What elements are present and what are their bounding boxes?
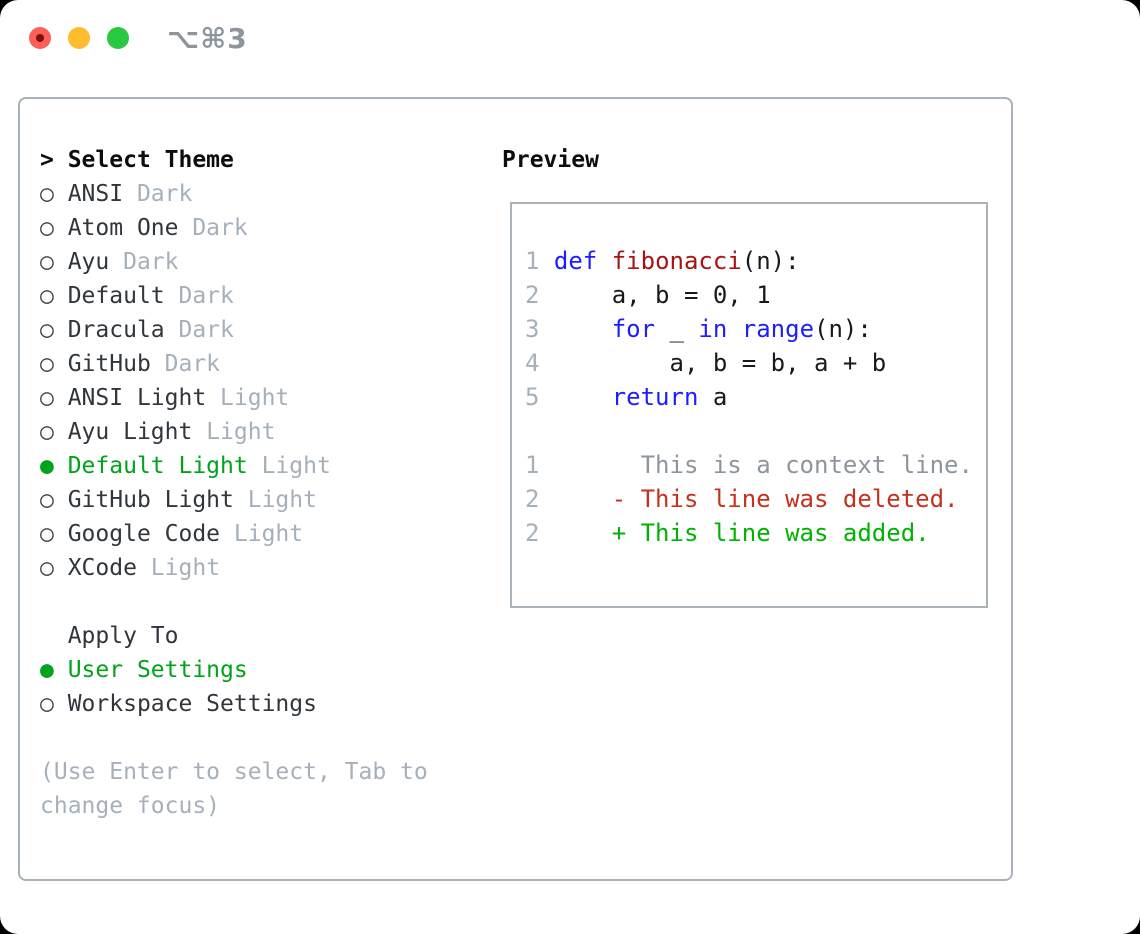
spacer xyxy=(40,585,428,619)
code-line: 4 a, b = b, a + b xyxy=(525,349,887,377)
theme-option[interactable]: ○ ANSI Dark xyxy=(40,181,193,207)
apply-to-option[interactable]: ○ Workspace Settings xyxy=(40,691,317,717)
theme-list-header: > Select Theme xyxy=(40,147,234,173)
code-preview: 1 def fibonacci(n): 2 a, b = 0, 1 3 for _ … xyxy=(525,244,973,550)
theme-option[interactable]: ○ GitHub Light Light xyxy=(40,487,317,513)
theme-option[interactable]: ○ ANSI Light Light xyxy=(40,385,290,411)
theme-option[interactable]: ○ XCode Light xyxy=(40,555,221,581)
code-line: 5 return a xyxy=(525,383,728,411)
theme-picker-panel: > Select Theme ○ ANSI Dark ○ Atom One Dark… xyxy=(18,97,1013,881)
code-line: 1 This is a context line. xyxy=(525,451,973,479)
code-line: 2 - This line was deleted. xyxy=(525,485,959,513)
theme-option[interactable]: ○ Default Dark xyxy=(40,283,234,309)
window-shortcut-label: ⌥⌘3 xyxy=(167,22,248,55)
minimize-button[interactable] xyxy=(68,27,90,49)
theme-option[interactable]: ○ Dracula Dark xyxy=(40,317,234,343)
code-line: 2 + This line was added. xyxy=(525,519,930,547)
theme-option[interactable]: ○ Atom One Dark xyxy=(40,215,248,241)
maximize-button[interactable] xyxy=(107,27,129,49)
help-text: (Use Enter to select, Tab to xyxy=(40,759,428,785)
code-line: 3 for _ in range(n): xyxy=(525,315,872,343)
apply-to-option[interactable]: ● User Settings xyxy=(40,657,248,683)
apply-to-header: Apply To xyxy=(40,623,179,649)
theme-list: > Select Theme ○ ANSI Dark ○ Atom One Dark… xyxy=(40,143,428,823)
preview-box: 1 def fibonacci(n): 2 a, b = 0, 1 3 for _ … xyxy=(510,202,988,608)
theme-option[interactable]: ○ GitHub Dark xyxy=(40,351,221,377)
titlebar: ⌥⌘3 xyxy=(0,0,1140,80)
close-dot-icon xyxy=(36,34,44,42)
theme-option[interactable]: ○ Google Code Light xyxy=(40,521,304,547)
spacer xyxy=(40,721,428,755)
theme-option[interactable]: ○ Ayu Dark xyxy=(40,249,179,275)
theme-option[interactable]: ○ Ayu Light Light xyxy=(40,419,276,445)
code-line xyxy=(525,414,973,448)
help-text: change focus) xyxy=(40,793,221,819)
close-button[interactable] xyxy=(29,27,51,49)
theme-option[interactable]: ● Default Light Light xyxy=(40,453,331,479)
preview-heading: Preview xyxy=(502,147,599,173)
code-line: 2 a, b = 0, 1 xyxy=(525,281,771,309)
code-line: 1 def fibonacci(n): xyxy=(525,247,800,275)
